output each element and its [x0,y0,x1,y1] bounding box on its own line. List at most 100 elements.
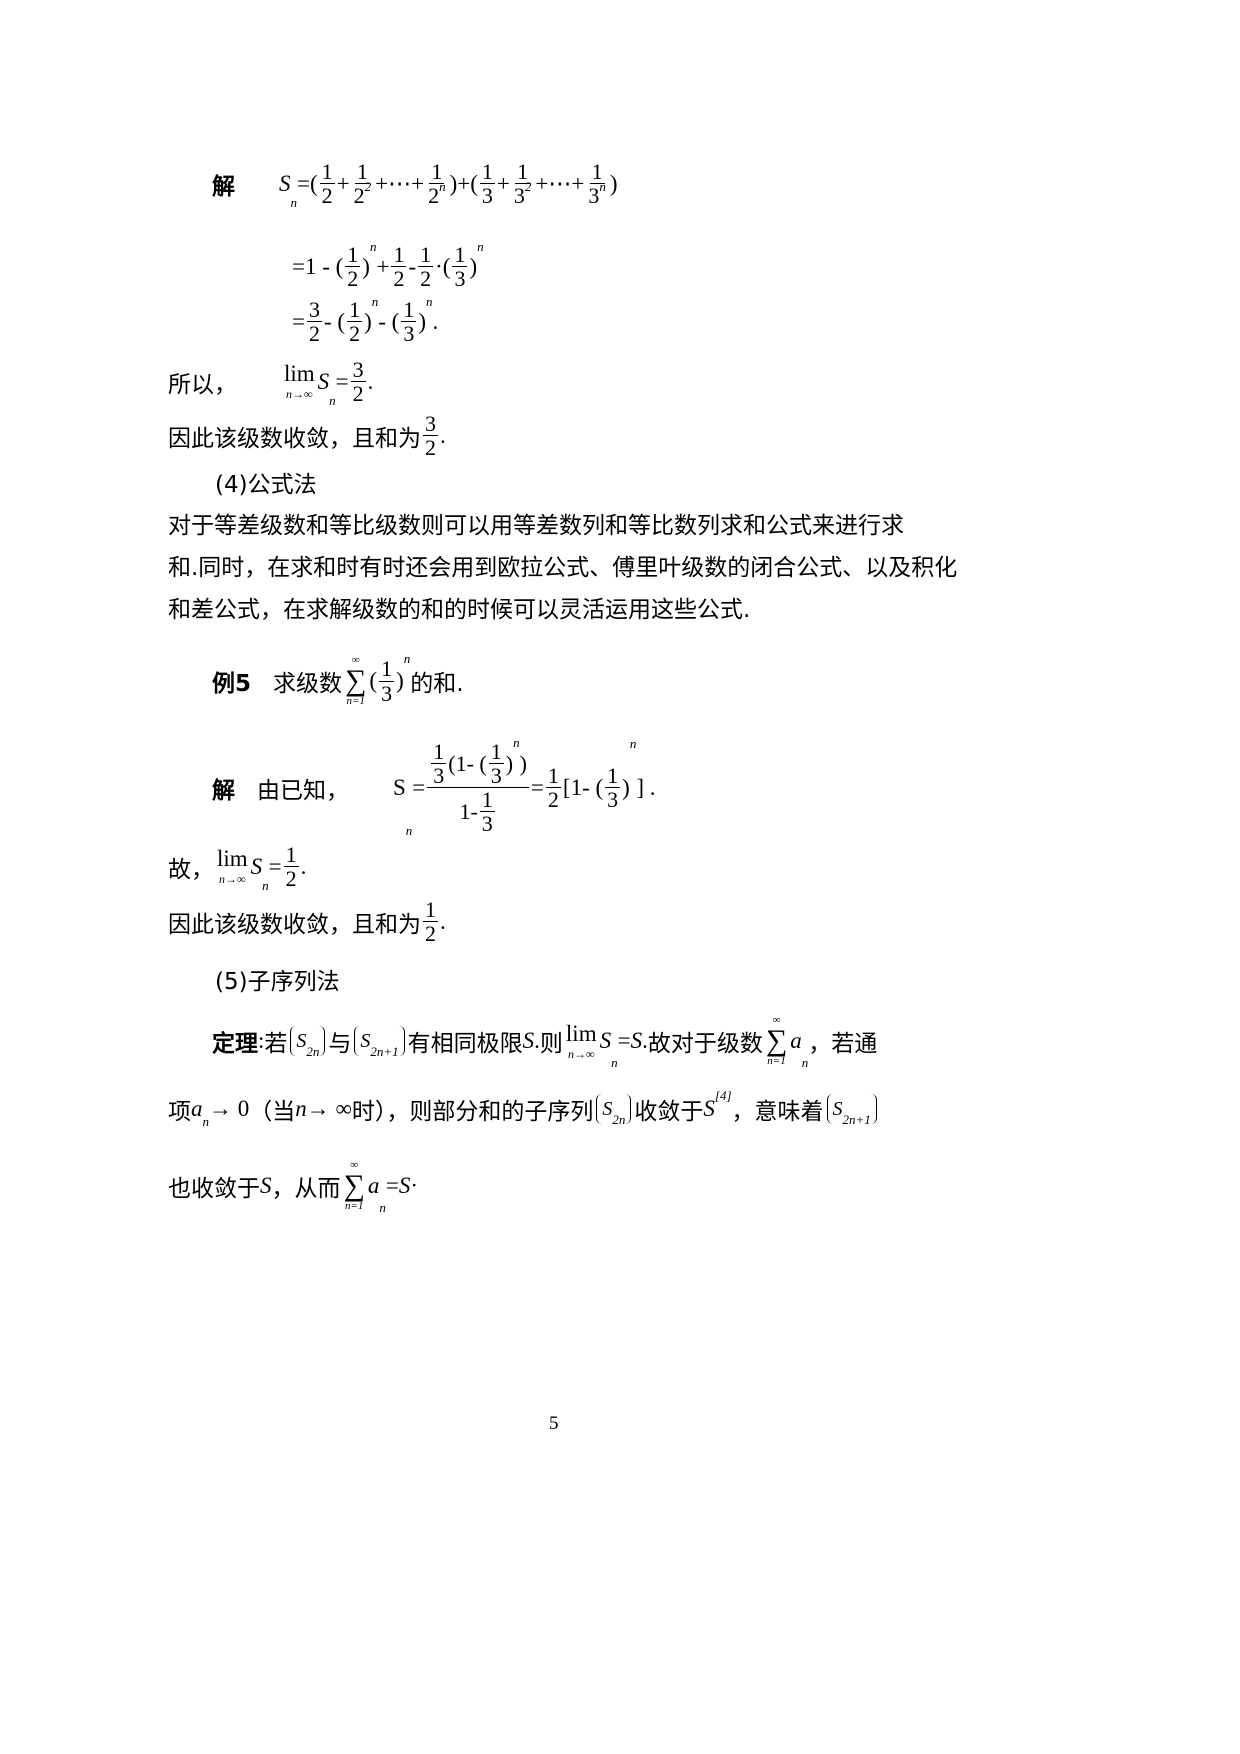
math-text: 1 [285,842,297,867]
text: 和差公式，在求解级数的和的时候可以灵活运用这些公式. [168,597,751,623]
math-variable: S [832,1097,843,1120]
math-text: ) [469,253,478,279]
lim-word: lim [284,361,315,387]
lim-word: lim [217,846,248,872]
math-text: 3 [513,183,525,209]
math-text: 1- [459,799,478,825]
subscript: 2n [306,1044,320,1059]
text: 求级数 [273,671,343,697]
math-text: . [642,1028,648,1053]
superscript: n [403,651,411,666]
numerator: 3 [350,357,366,383]
text: 所以， [168,371,237,398]
math-text: 3 [352,357,364,382]
math-text: 2 [285,866,297,892]
math-text: 2 [353,183,365,209]
numerator: 1 [347,297,363,323]
math-text: 1 [454,242,466,267]
math-variable: a [790,1028,802,1053]
numerator: 1 [605,764,621,789]
math-variable: S [296,1029,307,1052]
numerator: 3 [423,412,438,437]
numerator: 1 [488,740,504,765]
numerator: 1 [589,160,605,185]
denominator: 2 [320,184,335,207]
denominator: 2 [347,322,362,345]
denominator: 3 [401,322,416,345]
math-text: 2 [428,183,440,209]
math-text: 1 [347,242,359,267]
denominator: 3 [480,812,495,835]
math-text: 3 [481,811,493,837]
math-text: : [258,1028,265,1053]
math-variable: n [295,1096,307,1121]
numerator: 1 [401,298,417,323]
denominator: 2 [423,922,438,945]
superscript: n [477,239,484,254]
denominator: 3 [379,681,394,704]
math-text: 3 [454,266,466,292]
text: 因此该级数收敛，且和为 [168,911,421,938]
math-text: ) [609,170,618,196]
numerator: 1 [452,242,468,268]
math-text: +⋯+ [375,170,425,196]
numerator: 1 [354,159,370,185]
paragraph-line-1: 对于等差级数和等比级数则可以用等差数列和等比数列求和公式来进行求 [168,506,904,540]
numerator: 1 [515,160,531,185]
math-variable: S [398,1173,411,1198]
math-text: )+( [449,170,478,196]
numerator: 1 [319,160,335,185]
math-text: . [367,368,374,394]
numerator: 1 [545,764,561,789]
subscript: n [379,1200,386,1215]
text: 对于等差级数和等比级数则可以用等差数列和等比数列求和公式来进行求 [168,513,904,539]
sigma-icon: ∑ [765,1024,788,1057]
math-variable: S [522,1028,535,1053]
paragraph-line-2: 和.同时，在求和时有时还会用到欧拉公式、傅里叶级数的闭合公式、以及积化 [168,548,957,582]
math-text: = [292,308,305,334]
paragraph-line-3: 和差公式，在求解级数的和的时候可以灵活运用这些公式. [168,590,750,624]
superscript: n [629,736,637,751]
math-variable: S [599,1028,612,1053]
math-text: 1 [381,656,393,682]
math-text: 2 [393,266,405,292]
numerator: 1 [423,898,438,923]
math-text: ( [369,668,378,693]
superscript: n [425,294,433,309]
sigma-icon: ∑ [343,1169,365,1202]
math-text: = [530,774,544,800]
numerator: 1 [391,243,407,268]
math-variable: S [360,1029,371,1052]
denominator: 2 [345,267,360,290]
text: 故， [168,856,214,883]
math-text: 2 [547,787,559,813]
numerator: 1 [379,656,395,682]
math-text: ) [362,253,370,279]
math-text: 1 [356,159,368,184]
denominator: 2 [423,436,438,459]
summation: ∞∑n=1 [345,655,366,707]
math-text: 2 [308,321,320,347]
text: （当 [249,1099,296,1125]
math-text: S [393,774,406,800]
math-text: 1 [349,297,361,322]
math-variable: S [630,1028,643,1053]
math-text: 2 [425,435,436,461]
